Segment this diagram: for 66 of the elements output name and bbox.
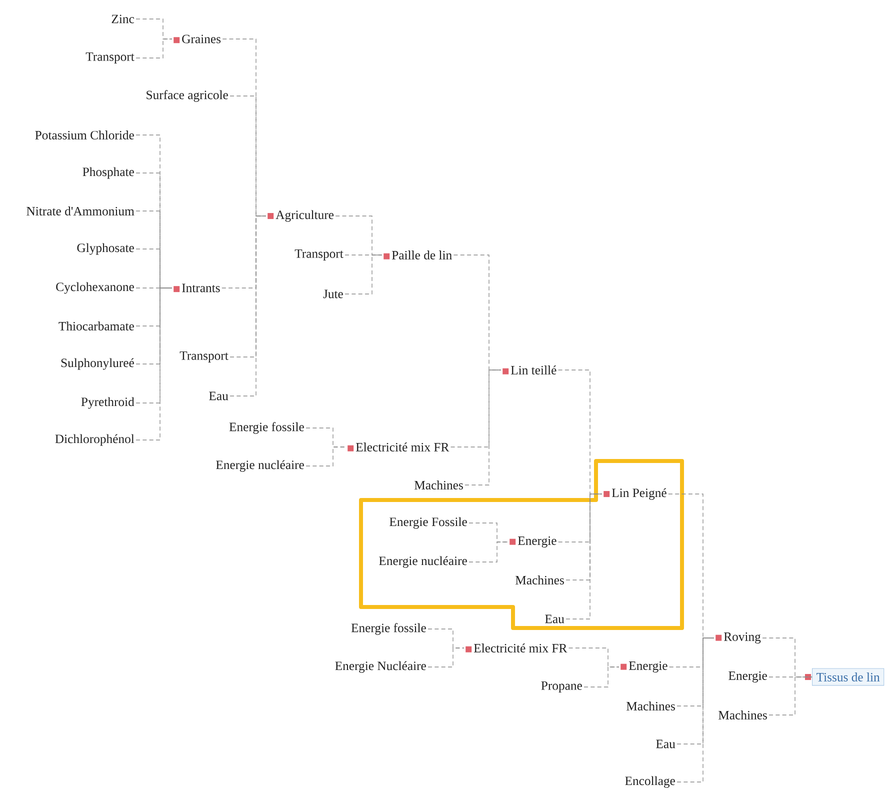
leaf-label: Eau: [545, 614, 564, 624]
leaf-label: Machines: [516, 576, 564, 584]
connector-line: [768, 676, 812, 678]
branch-label: Lin teillé: [502, 366, 556, 374]
branch-label: Graines: [174, 34, 221, 44]
connector-line: [584, 666, 620, 688]
branch-label: Roving: [716, 632, 761, 644]
leaf-label: Energie nucléaire: [379, 556, 467, 568]
branch-label: Energie: [510, 536, 556, 548]
leaf-label: Energie Fossile: [390, 517, 467, 529]
connector-line: [136, 38, 172, 58]
leaf-label: Transport: [86, 52, 134, 64]
connector-line: [344, 254, 382, 294]
leaf-label: Machines: [718, 710, 767, 720]
leaf-label: Zinc: [112, 14, 134, 24]
connector-line: [768, 676, 812, 716]
leaf-label: Encollage: [625, 776, 675, 788]
connector-line: [428, 648, 464, 668]
connector-line: [464, 370, 502, 486]
leaf-label: Nitrate d'Ammonium: [26, 206, 134, 216]
leaf-label: Eau: [209, 392, 228, 400]
leaf-label: Energie fossile: [229, 422, 304, 434]
leaf-label: Sulphonylureé: [61, 358, 134, 370]
connector-line: [230, 216, 266, 358]
branch-label: Intrants: [174, 284, 220, 292]
connector-line: [568, 648, 620, 668]
leaf-label: Phosphate: [82, 167, 134, 179]
root-box: Tissus de lin: [805, 668, 884, 686]
leaf-label: Dichlorophénol: [55, 434, 134, 446]
branch-label: Energie: [620, 661, 668, 673]
leaf-label: Cyclohexanone: [56, 282, 134, 294]
connector-line: [676, 638, 714, 782]
leaf-label: Thiocarbamate: [58, 322, 134, 330]
leaf-label: Machines: [414, 480, 463, 490]
connector-line: [136, 288, 172, 404]
branch-label: Paille de lin: [384, 250, 452, 260]
branch-label: Lin Peigné: [604, 488, 666, 500]
leaf-label: Machines: [626, 702, 675, 710]
connector-line: [566, 494, 602, 580]
leaf-label: Jute: [323, 290, 343, 298]
leaf-label: Propane: [541, 682, 582, 692]
leaf-label: Transport: [180, 352, 228, 362]
leaf-label: Glyphosate: [77, 243, 134, 255]
branch-label: Electricité mix FR: [466, 644, 568, 652]
leaf-label: Eau: [656, 740, 676, 748]
leaf-label: Energie: [728, 671, 767, 683]
connector-line: [136, 18, 172, 40]
branch-label: Electricité mix FR: [348, 442, 450, 452]
connector-line: [558, 494, 602, 542]
connector-line: [136, 288, 172, 440]
leaf-label: Surface agricole: [146, 90, 228, 102]
connector-line: [230, 216, 266, 396]
connector-line: [468, 542, 508, 562]
leaf-label: Potassium Chloride: [35, 130, 134, 140]
leaf-label: Pyrethroid: [81, 397, 134, 409]
connector-line: [468, 522, 508, 542]
connector-line: [566, 494, 602, 620]
connector-line: [676, 638, 714, 744]
connector-line: [306, 446, 346, 466]
connector-line: [344, 254, 382, 256]
branch-label: Agriculture: [268, 210, 334, 222]
leaf-label: Energie Nucléaire: [335, 661, 426, 673]
leaf-label: Energie fossile: [351, 623, 426, 635]
leaf-label: Energie nucléaire: [216, 460, 304, 472]
connector-line: [450, 370, 502, 448]
leaf-label: Transport: [294, 250, 344, 260]
